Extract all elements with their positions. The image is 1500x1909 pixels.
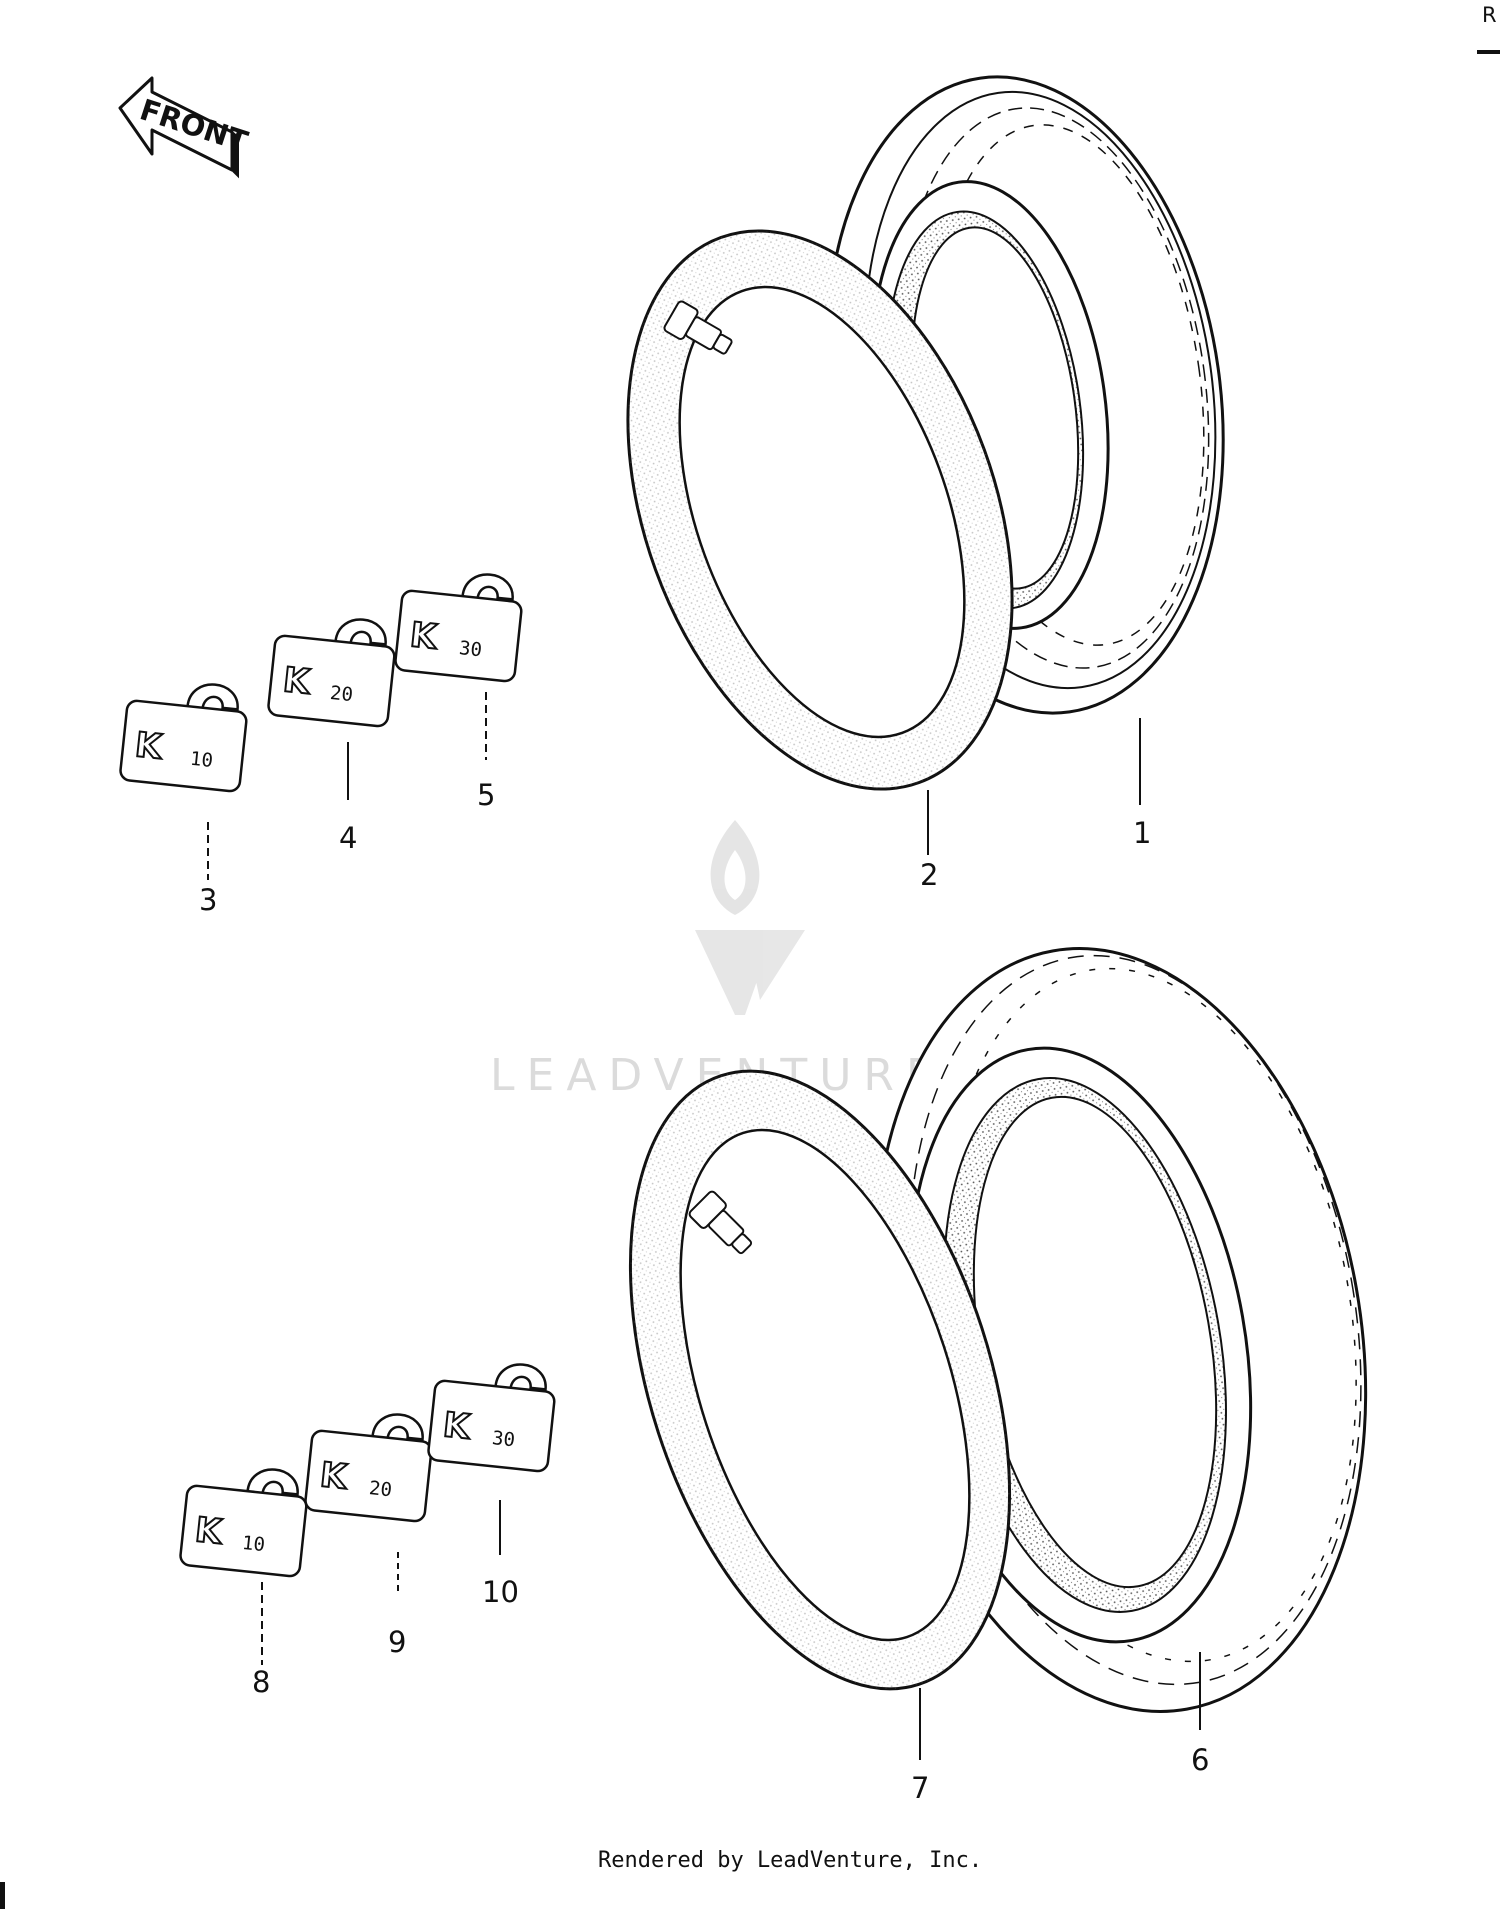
callout-5: 5 <box>477 778 495 812</box>
weight-8: K 10 <box>179 1468 308 1578</box>
valve-stem-icon <box>663 300 733 355</box>
watermark-flame-icon <box>710 820 760 915</box>
callout-3: 3 <box>199 883 217 917</box>
callout-7: 7 <box>911 1771 929 1805</box>
weight-10: K 30 <box>427 1363 556 1473</box>
weight-4: K 20 <box>267 618 396 728</box>
weight-4-value: 20 <box>329 682 354 706</box>
weight-9: K 20 <box>304 1413 433 1523</box>
weight-5: K 30 <box>394 573 523 683</box>
footer-marker <box>0 1882 5 1909</box>
front-arrow: FRONT <box>118 76 252 179</box>
watermark-v-icon <box>695 930 805 1015</box>
footer-credit: Rendered by LeadVenture, Inc. <box>598 1848 982 1873</box>
callout-6: 6 <box>1191 1743 1209 1777</box>
weight-10-value: 30 <box>491 1427 516 1451</box>
callout-9: 9 <box>388 1625 406 1659</box>
weight-9-value: 20 <box>368 1477 393 1501</box>
watermark: LEADVENTURE <box>490 820 934 1101</box>
weight-5-value: 30 <box>458 637 483 661</box>
callout-4: 4 <box>339 821 357 855</box>
tube-2 <box>626 229 1014 791</box>
weight-3-value: 10 <box>189 748 214 772</box>
leader-lines <box>207 692 1201 1760</box>
callout-2: 2 <box>920 858 938 892</box>
callout-10: 10 <box>482 1575 519 1609</box>
weight-8-value: 10 <box>241 1532 266 1556</box>
valve-stem-icon <box>688 1190 753 1255</box>
tube-7 <box>628 1069 1012 1691</box>
corner-label: R <box>1482 3 1497 27</box>
weight-3: K 10 <box>119 683 248 793</box>
callouts: 1 2 3 4 5 6 7 8 9 10 <box>199 778 1209 1805</box>
callout-1: 1 <box>1133 816 1151 850</box>
callout-8: 8 <box>252 1665 270 1699</box>
